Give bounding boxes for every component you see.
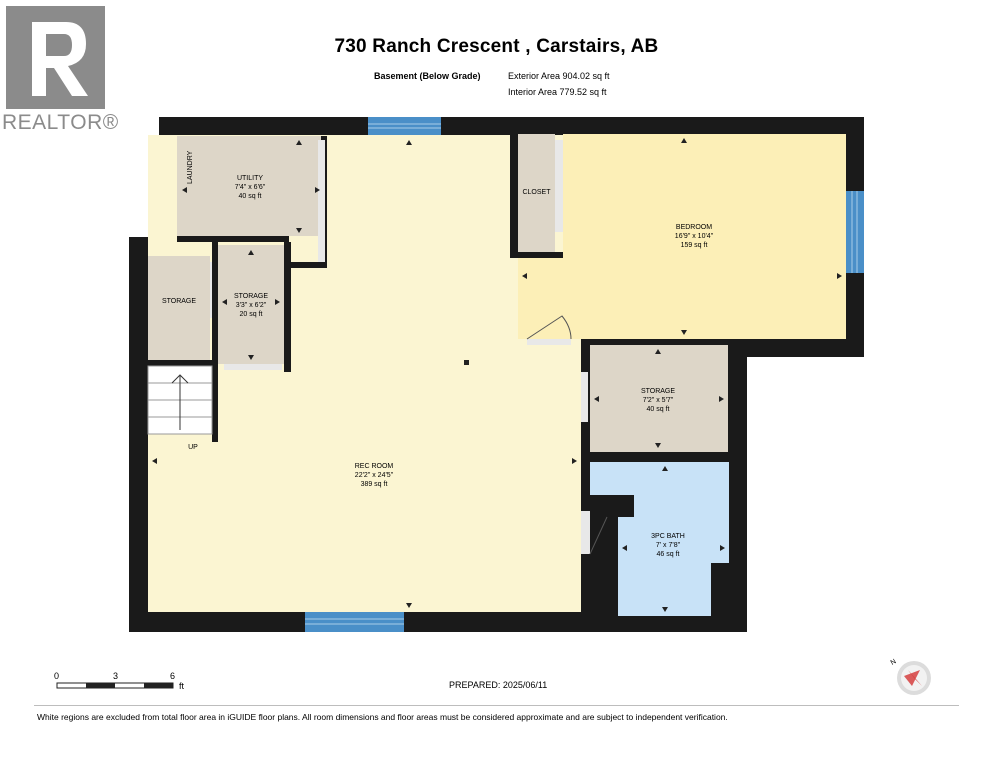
compass-icon bbox=[897, 661, 931, 695]
storage-left-wall-s bbox=[148, 360, 218, 366]
rec-room-east-area bbox=[510, 345, 585, 612]
utility-label: UTILITY 7'4" x 6'6" 40 sq ft bbox=[210, 174, 290, 201]
scale-label-6: 6 bbox=[170, 671, 176, 681]
storage-small-dims: 3'3" x 6'2" bbox=[235, 302, 267, 309]
storage-right-label: STORAGE 7'2" x 5'7" 40 sq ft bbox=[618, 387, 698, 414]
storage-left-name: STORAGE bbox=[161, 298, 197, 305]
utility-dims: 7'4" x 6'6" bbox=[234, 184, 266, 191]
bath-wall-n bbox=[590, 452, 730, 462]
rec-room-notch bbox=[327, 135, 510, 345]
closet-name: CLOSET bbox=[522, 189, 551, 196]
rec-room-area: 389 sq ft bbox=[360, 481, 388, 488]
bedroom-door-swing bbox=[526, 315, 572, 340]
rec-room-dims: 22'2" x 24'5" bbox=[354, 472, 394, 479]
bedroom-dims: 16'9" x 10'4" bbox=[674, 233, 714, 240]
bath-floor bbox=[590, 462, 729, 616]
utility-door bbox=[318, 140, 325, 264]
realtor-logo bbox=[6, 6, 105, 109]
bedroom-label: BEDROOM 16'9" x 10'4" 159 sq ft bbox=[654, 223, 734, 250]
storage-small-label: STORAGE 3'3" x 6'2" 20 sq ft bbox=[219, 292, 283, 319]
bath-dims: 7' x 7'8" bbox=[655, 542, 681, 549]
storage-right-door bbox=[581, 372, 588, 422]
stair-arrow-icon bbox=[171, 374, 189, 430]
bath-label: 3PC BATH 7' x 7'8" 46 sq ft bbox=[628, 532, 708, 559]
storage-small-name: STORAGE bbox=[233, 293, 269, 300]
closet-wall-w bbox=[510, 134, 518, 258]
footer-divider bbox=[34, 705, 959, 706]
page-title: 730 Ranch Crescent , Carstairs, AB bbox=[334, 36, 659, 57]
exterior-area: Exterior Area 904.02 sq ft bbox=[508, 71, 610, 81]
scale-label-3: 3 bbox=[113, 671, 119, 681]
bedroom-door-opening bbox=[527, 339, 571, 345]
closet-wall-s bbox=[510, 252, 563, 258]
utility-wall-s2 bbox=[289, 262, 327, 268]
utility-area: 40 sq ft bbox=[238, 193, 262, 200]
bath-area: 46 sq ft bbox=[656, 551, 680, 558]
storage-small-wall-w bbox=[212, 242, 218, 442]
storage-right-area: 40 sq ft bbox=[646, 406, 670, 413]
floor-marker bbox=[464, 360, 469, 365]
rec-room-name: REC ROOM bbox=[354, 463, 394, 470]
utility-name: UTILITY bbox=[236, 175, 264, 182]
storage-left-label: STORAGE bbox=[150, 297, 208, 306]
interior-area: Interior Area 779.52 sq ft bbox=[508, 87, 607, 97]
storage-right-floor bbox=[590, 345, 728, 452]
closet-door bbox=[555, 140, 563, 232]
storage-small-wall-e bbox=[284, 242, 291, 372]
bath-door-opening bbox=[581, 511, 590, 554]
rec-room-label: REC ROOM 22'2" x 24'5" 389 sq ft bbox=[334, 462, 414, 489]
window-north bbox=[368, 117, 441, 135]
storage-right-dims: 7'2" x 5'7" bbox=[642, 397, 674, 404]
scale-unit: ft bbox=[179, 681, 185, 691]
bath-name: 3PC BATH bbox=[651, 533, 685, 540]
bath-door-swing bbox=[589, 516, 608, 555]
laundry-name: LAUNDRY bbox=[187, 150, 194, 184]
bedroom-floor-lower bbox=[518, 258, 566, 339]
storage-small-area: 20 sq ft bbox=[239, 311, 263, 318]
disclaimer: White regions are excluded from total fl… bbox=[37, 712, 728, 722]
bedroom-area: 159 sq ft bbox=[680, 242, 708, 249]
utility-wall-s bbox=[177, 236, 289, 242]
stairs-up-label: UP bbox=[188, 444, 198, 451]
realtor-wordmark: REALTOR® bbox=[2, 111, 119, 134]
dimension-arrows bbox=[152, 138, 842, 612]
storage-left-floor bbox=[148, 256, 210, 360]
closet-floor bbox=[518, 134, 555, 252]
utility-floor bbox=[177, 136, 324, 236]
storage-right-name: STORAGE bbox=[640, 388, 676, 395]
scale-label-0: 0 bbox=[54, 671, 60, 681]
storage-small-door bbox=[224, 364, 282, 370]
window-east bbox=[846, 191, 864, 273]
prepared-date: PREPARED: 2025/06/11 bbox=[449, 680, 548, 690]
scale-bar bbox=[56, 682, 174, 689]
storage-small-floor bbox=[218, 245, 284, 364]
storage-right-wall-w bbox=[581, 339, 590, 619]
level-label: Basement (Below Grade) bbox=[374, 71, 481, 81]
realtor-r-icon bbox=[6, 6, 105, 109]
closet-label: CLOSET bbox=[518, 188, 555, 197]
window-south bbox=[305, 612, 404, 632]
bedroom-floor bbox=[563, 134, 846, 339]
bedroom-name: BEDROOM bbox=[675, 224, 713, 231]
